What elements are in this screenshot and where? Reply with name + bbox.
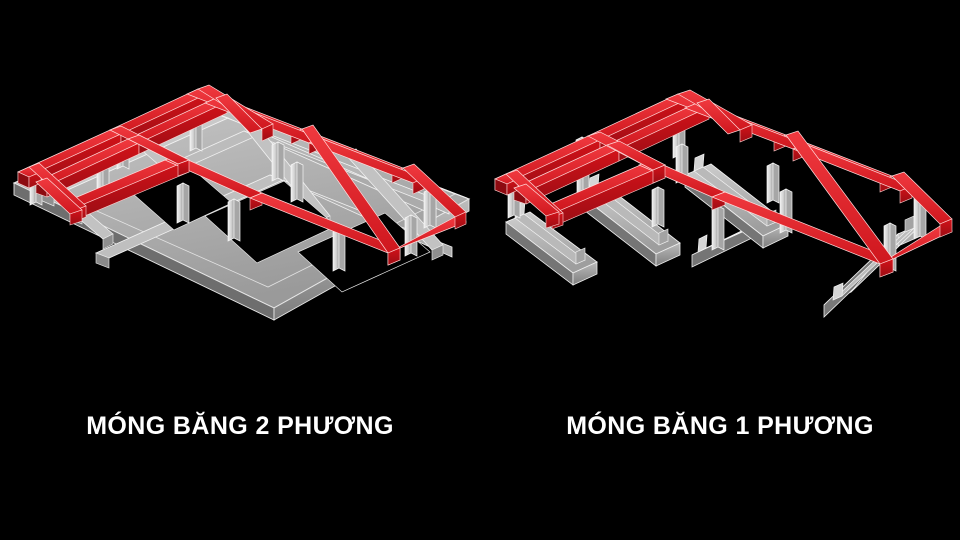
column — [271, 141, 285, 182]
red-grade-beam-grid — [17, 84, 467, 266]
red-beam-transverse-right-end — [402, 163, 467, 230]
red-beam-long-middle — [35, 138, 140, 198]
red-beam-transverse-mid-short-2 — [127, 134, 190, 165]
two-way-strip-foundation-illustration — [12, 84, 471, 321]
strip-footing-1 — [505, 200, 598, 286]
strip-footing-4 — [823, 215, 924, 318]
figure-mong-bang-2-phuong: MÓNG BĂNG 2 PHƯƠNG — [12, 84, 471, 440]
one-way-strip-foundation-illustration — [494, 89, 953, 318]
red-beam-transverse-4 — [301, 124, 401, 266]
column — [423, 188, 437, 229]
red-beam-transverse-mid-2 — [606, 140, 666, 171]
red-beam-transverse-mid-1 — [513, 183, 560, 229]
red-beam-transverse-4 — [785, 130, 894, 278]
column — [290, 161, 304, 203]
figure-caption-left: MÓNG BĂNG 2 PHƯƠNG — [86, 412, 394, 440]
red-beam-transverse-mid-3 — [696, 98, 741, 135]
column — [332, 228, 346, 272]
column — [176, 182, 190, 224]
figure-caption-right: MÓNG BĂNG 1 PHƯƠNG — [566, 412, 874, 440]
column — [711, 205, 725, 251]
column — [227, 198, 241, 242]
red-beam-transverse-mid-short — [35, 177, 83, 226]
red-grade-beam-grid — [494, 89, 953, 278]
red-beam-transverse-right-end — [891, 171, 953, 238]
figure-mong-bang-1-phuong: MÓNG BĂNG 1 PHƯƠNG — [480, 0, 960, 540]
column — [404, 214, 418, 257]
column — [651, 186, 665, 228]
column — [766, 162, 780, 204]
red-beam-transverse-mid-short-3 — [215, 93, 263, 134]
red-beam-long-back-2 — [109, 88, 210, 145]
footing-void-bay-3 — [297, 212, 431, 293]
